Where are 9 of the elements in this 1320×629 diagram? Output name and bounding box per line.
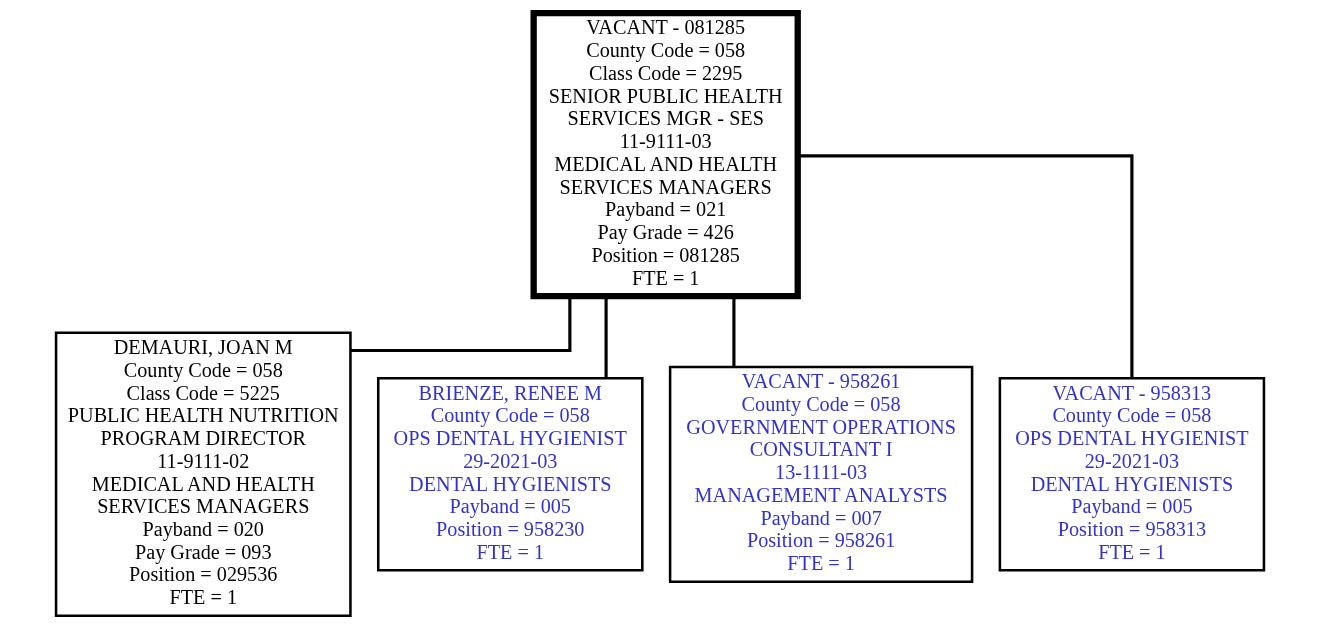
connector — [798, 154, 1134, 378]
node-box: BRIENZE, RENEE M County Code = 058 OPS DENTAL HYGIENIST 29-2021-03 DENTAL HYGIENISTS Payband = 005 Position = 958230 FTE = 1 — [376, 377, 644, 572]
node-box: DEMAURI, JOAN M County Code = 058 Class Code = 5225 PUBLIC HEALTH NUTRITION PROGRAM DIRECTOR 11-9111-02 MEDICAL AND HEALTH SERVICES MANAGERS Payband = 020 Pay Grade = 093 Position = 029536 FTE = 1 — [54, 331, 352, 618]
node-box: VACANT - 958313 County Code = 058 OPS DENTAL HYGIENIST 29-2021-03 DENTAL HYGIENISTS Payband = 005 Position = 958313 FTE = 1 — [998, 377, 1266, 572]
node-box: VACANT - 081285 County Code = 058 Class Code = 2295 SENIOR PUBLIC HEALTH SERVICES MGR - SES 11-9111-03 MEDICAL AND HEALTH SERVICES MANAGERS Payband = 021 Pay Grade = 426 Position = 081285 FTE = 1 — [530, 10, 801, 300]
connector — [350, 296, 572, 353]
connector — [604, 296, 608, 379]
node-box: VACANT - 958261 County Code = 058 GOVERNMENT OPERATIONS CONSULTANT I 13-1111-03 MANAGEMENT ANALYSTS Payband = 007 Position = 958261 FTE = 1 — [668, 365, 974, 583]
connector — [732, 296, 736, 367]
